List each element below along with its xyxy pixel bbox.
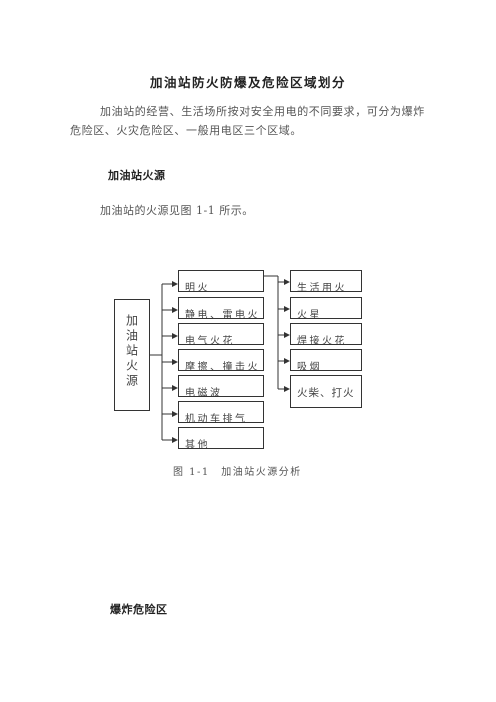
intro-line-2: 危险区、火灾危险区、一般用电区三个区域。 bbox=[70, 124, 302, 137]
right-box-smoking: 吸烟 bbox=[290, 349, 362, 371]
left-box-static-lightning: 静电、雷电火 bbox=[178, 297, 264, 319]
right-box-domestic-fire: 生活用火 bbox=[290, 270, 362, 292]
left-box-vehicle-exhaust: 机动车排气 bbox=[178, 401, 264, 423]
right-box-matches-lighter: 火柴、打火 bbox=[290, 375, 362, 408]
page-title: 加油站防火防爆及危险区域划分 bbox=[149, 75, 346, 90]
left-box-open-flame: 明火 bbox=[178, 270, 264, 292]
figure-caption: 图 1-1 加油站火源分析 bbox=[173, 467, 302, 478]
left-box-friction-impact: 摩擦、撞击火 bbox=[178, 349, 264, 371]
intro-line-1: 加油站的经营、生活场所按对安全用电的不同要求，可分为爆炸 bbox=[100, 105, 425, 118]
right-box-sparks: 火星 bbox=[290, 297, 362, 319]
left-box-electromagnetic-wave: 电磁波 bbox=[178, 375, 264, 397]
right-box-welding-spark: 焊接火花 bbox=[290, 323, 362, 345]
intro-paragraph: 加油站的经营、生活场所按对安全用电的不同要求，可分为爆炸 危险区、火灾危险区、一… bbox=[70, 102, 430, 140]
left-box-electric-spark: 电气火花 bbox=[178, 323, 264, 345]
section-heading-explosion-zone: 爆炸危险区 bbox=[110, 603, 168, 616]
section-heading-fire-source: 加油站火源 bbox=[108, 169, 166, 182]
section-text-fire-source: 加油站的火源见图 1-1 所示。 bbox=[100, 204, 254, 217]
diagram-root-fire-source: 加油站火源 bbox=[114, 299, 150, 411]
left-box-other: 其他 bbox=[178, 427, 264, 449]
